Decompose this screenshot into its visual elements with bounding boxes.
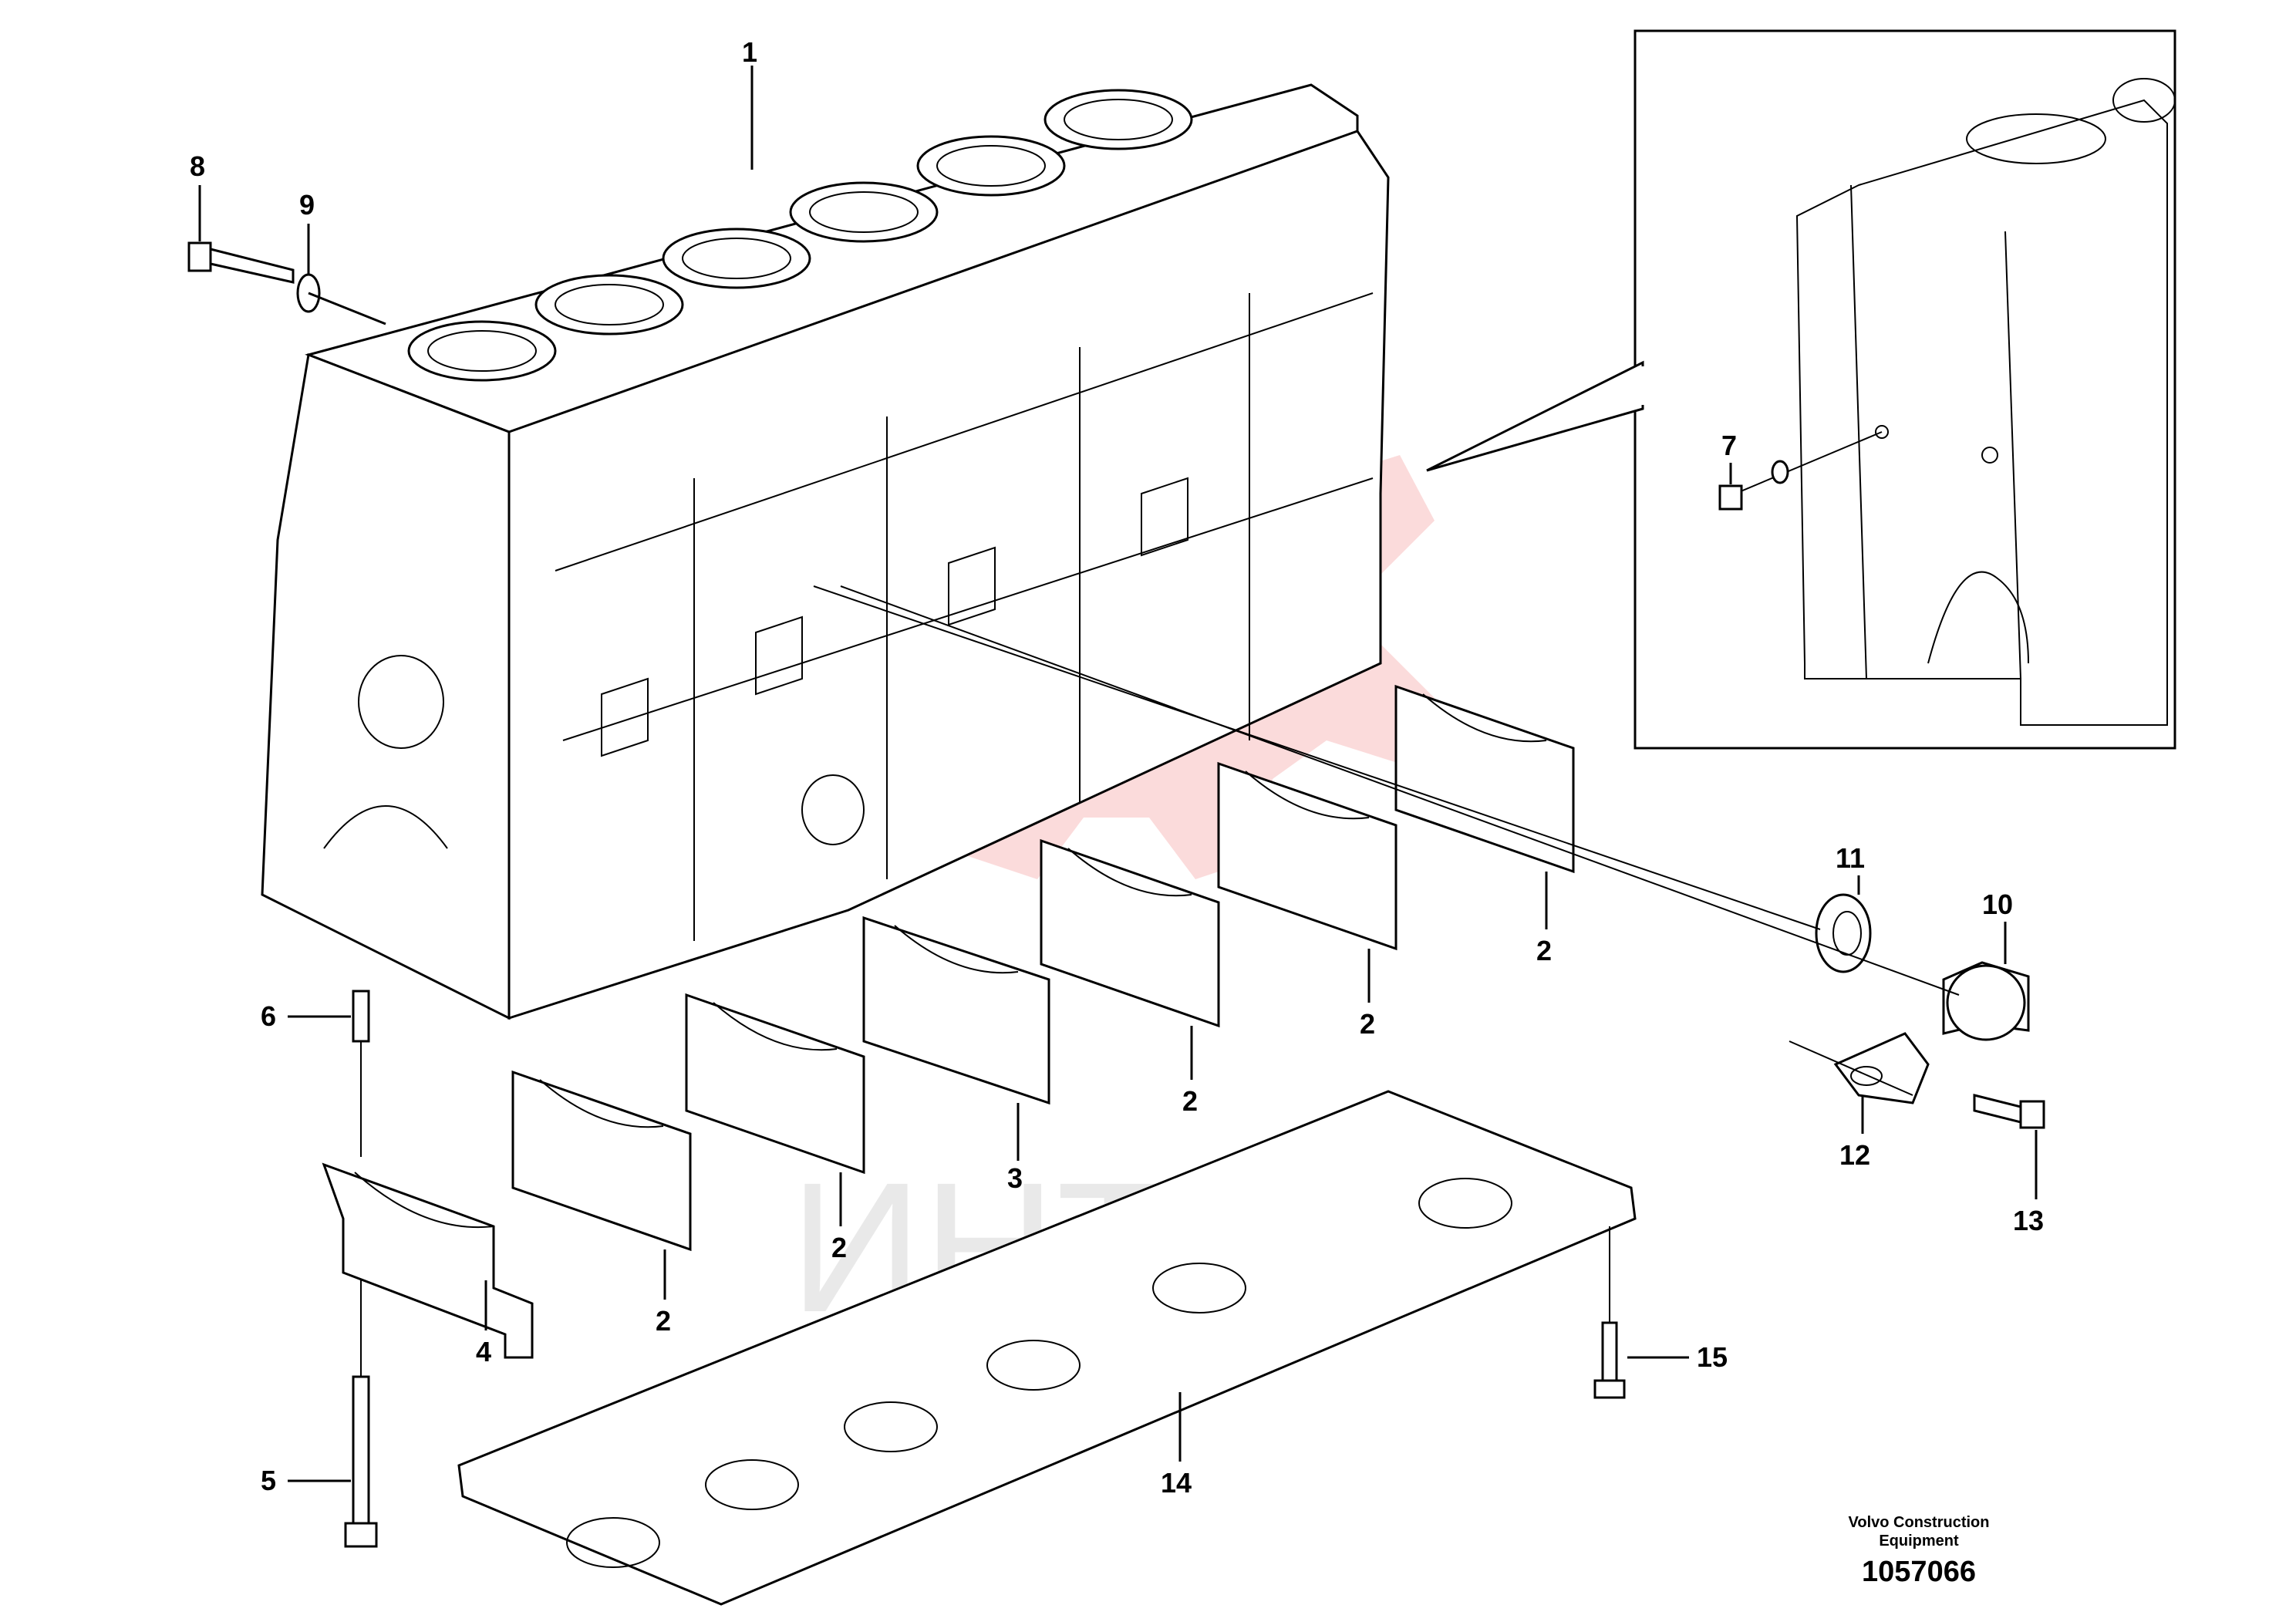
callout-2a: 2 (656, 1305, 671, 1337)
part-7-plug (1718, 460, 1789, 511)
bearing-caps (322, 684, 1575, 1359)
callout-2c: 2 (1182, 1085, 1198, 1117)
part-6-dowel (352, 990, 370, 1043)
part-13-bolt (1973, 1094, 2045, 1129)
callout-11: 11 (1836, 842, 1865, 874)
callout-9: 9 (299, 189, 315, 221)
callout-2b: 2 (831, 1232, 847, 1263)
callout-4: 4 (476, 1336, 491, 1367)
bearing-cap-2c (1040, 838, 1220, 1028)
publisher-line-2: Equipment (1879, 1533, 1959, 1549)
callout-7: 7 (1721, 430, 1737, 461)
bearing-cap-4 (322, 1162, 534, 1359)
part-10-plug (1942, 961, 2030, 1041)
callout-14: 14 (1161, 1467, 1192, 1499)
callout-2d: 2 (1360, 1008, 1375, 1040)
callout-12: 12 (1839, 1139, 1870, 1171)
part-5-bolt (344, 1375, 378, 1548)
part-8-bolt (187, 241, 295, 284)
bearing-cap-2e (1394, 684, 1575, 874)
callout-10: 10 (1982, 889, 2013, 920)
bearing-cap-3 (862, 916, 1050, 1105)
callout-13: 13 (2013, 1205, 2044, 1236)
callout-6: 6 (261, 1000, 276, 1032)
callout-8: 8 (190, 150, 205, 182)
callout-15: 15 (1697, 1341, 1728, 1373)
inset-block-drawing (1735, 78, 2176, 726)
part-12-bracket (1833, 1032, 1930, 1104)
inset-detail-box: 7 (1426, 29, 2176, 750)
publisher-line-1: Volvo Construction (1849, 1514, 1990, 1531)
callout-1: 1 (742, 36, 757, 68)
part-15-bolt (1593, 1321, 1626, 1399)
bearing-cap-2b (685, 993, 865, 1175)
cylinder-block (261, 83, 1390, 1020)
callout-5: 5 (261, 1465, 276, 1496)
figure-number: 1057066 (1862, 1556, 1976, 1588)
callout-3: 3 (1007, 1162, 1023, 1194)
callout-2e: 2 (1536, 935, 1552, 966)
part-14-ladder-frame (457, 1090, 1637, 1606)
bearing-cap-2a (511, 1070, 692, 1252)
bearing-cap-2d (1217, 761, 1397, 951)
